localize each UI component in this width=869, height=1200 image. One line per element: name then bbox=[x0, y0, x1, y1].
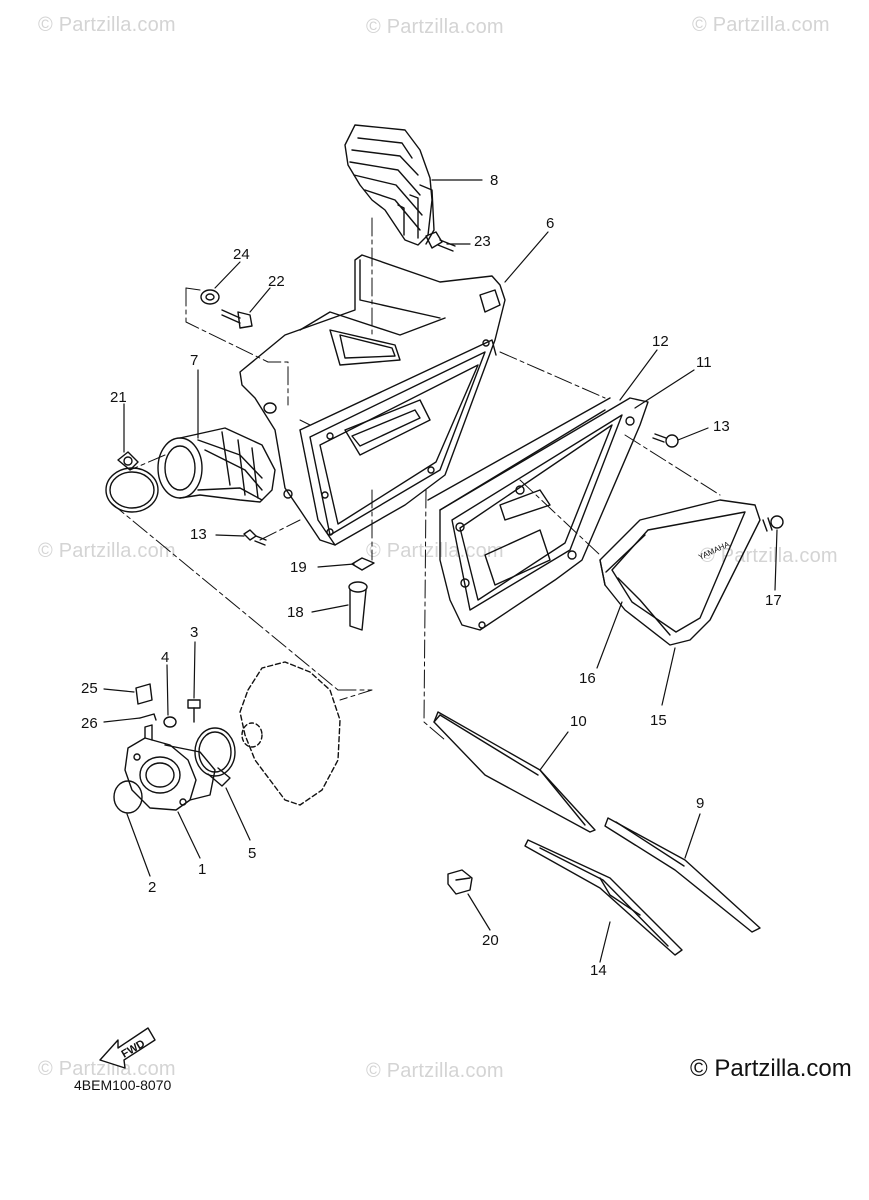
callout-14: 14 bbox=[590, 962, 607, 979]
callout-10: 10 bbox=[570, 713, 587, 730]
callout-24: 24 bbox=[233, 246, 250, 263]
part-5-clamp bbox=[194, 727, 236, 787]
part-2-oring bbox=[113, 780, 143, 814]
part-6-airbox bbox=[239, 254, 506, 546]
callout-3: 3 bbox=[190, 624, 198, 641]
callout-5: 5 bbox=[248, 845, 256, 862]
callout-12: 12 bbox=[652, 333, 669, 350]
fwd-label: FWD bbox=[120, 1038, 148, 1061]
part-22-bolt bbox=[221, 309, 253, 329]
part-7-joint bbox=[157, 427, 276, 503]
callout-17: 17 bbox=[765, 592, 782, 609]
callout-2: 2 bbox=[148, 879, 156, 896]
part-11-frame bbox=[439, 397, 649, 631]
callout-15: 15 bbox=[650, 712, 667, 729]
fwd-arrow-icon: FWD bbox=[99, 1027, 156, 1069]
callout-25: 25 bbox=[81, 680, 98, 697]
part-25-sleeve bbox=[135, 683, 153, 705]
callout-20: 20 bbox=[482, 932, 499, 949]
part-13-bolt bbox=[652, 433, 679, 448]
watermark: © Partzilla.com bbox=[366, 16, 504, 38]
part-13-bolt bbox=[243, 529, 267, 546]
callout-labels: 8 23 6 24 22 7 21 12 11 13 13 19 18 17 1… bbox=[81, 172, 782, 979]
diagram-code: 4BEM100-8070 bbox=[74, 1077, 172, 1093]
watermark: © Partzilla.com bbox=[366, 1060, 504, 1082]
callout-6: 6 bbox=[546, 215, 554, 232]
callout-13b: 13 bbox=[190, 526, 207, 543]
part-14-guide bbox=[524, 839, 683, 956]
watermark: © Partzilla.com bbox=[38, 14, 176, 36]
part-20-block bbox=[447, 869, 473, 895]
callout-23: 23 bbox=[474, 233, 491, 250]
part-21-clamp bbox=[105, 451, 159, 513]
callout-19: 19 bbox=[290, 559, 307, 576]
part-3-screw bbox=[187, 699, 201, 723]
callout-21: 21 bbox=[110, 389, 127, 406]
callout-9: 9 bbox=[696, 795, 704, 812]
leader-lines bbox=[103, 179, 778, 963]
watermark: © Partzilla.com bbox=[692, 14, 830, 36]
watermark: © Partzilla.com bbox=[366, 540, 504, 562]
part-23-bolt bbox=[425, 231, 456, 252]
part-15-cover bbox=[599, 499, 761, 646]
part-18-tube bbox=[348, 581, 368, 631]
callout-26: 26 bbox=[81, 715, 98, 732]
callout-11: 11 bbox=[696, 354, 712, 371]
yamaha-logo: YAMAHA bbox=[697, 539, 731, 561]
part-4-washer bbox=[163, 716, 177, 728]
callout-4: 4 bbox=[161, 649, 169, 666]
watermark: © Partzilla.com bbox=[38, 1058, 176, 1080]
callout-7: 7 bbox=[190, 352, 198, 369]
part-26-clip bbox=[139, 713, 157, 721]
part-8-boot bbox=[344, 124, 435, 246]
part-9-filter bbox=[604, 817, 761, 933]
part-16-seal bbox=[605, 534, 646, 573]
callout-16: 16 bbox=[579, 670, 596, 687]
part-1-manifold bbox=[124, 724, 216, 811]
dash-lines bbox=[109, 217, 721, 741]
part-19-clip bbox=[351, 557, 375, 571]
watermark: © Partzilla.com bbox=[38, 540, 176, 562]
callout-22: 22 bbox=[268, 273, 285, 290]
callout-18: 18 bbox=[287, 604, 304, 621]
part-17-bolt bbox=[762, 515, 784, 532]
callout-13: 13 bbox=[713, 418, 730, 435]
watermark: © Partzilla.com bbox=[700, 545, 838, 567]
part-12-gasket bbox=[427, 397, 611, 511]
carburetor-outline bbox=[239, 661, 341, 806]
part-10-filter bbox=[433, 711, 596, 833]
callout-1: 1 bbox=[198, 861, 206, 878]
part-24-washer bbox=[200, 289, 220, 305]
brand-text: © Partzilla.com bbox=[690, 1055, 852, 1082]
callout-8: 8 bbox=[490, 172, 498, 189]
